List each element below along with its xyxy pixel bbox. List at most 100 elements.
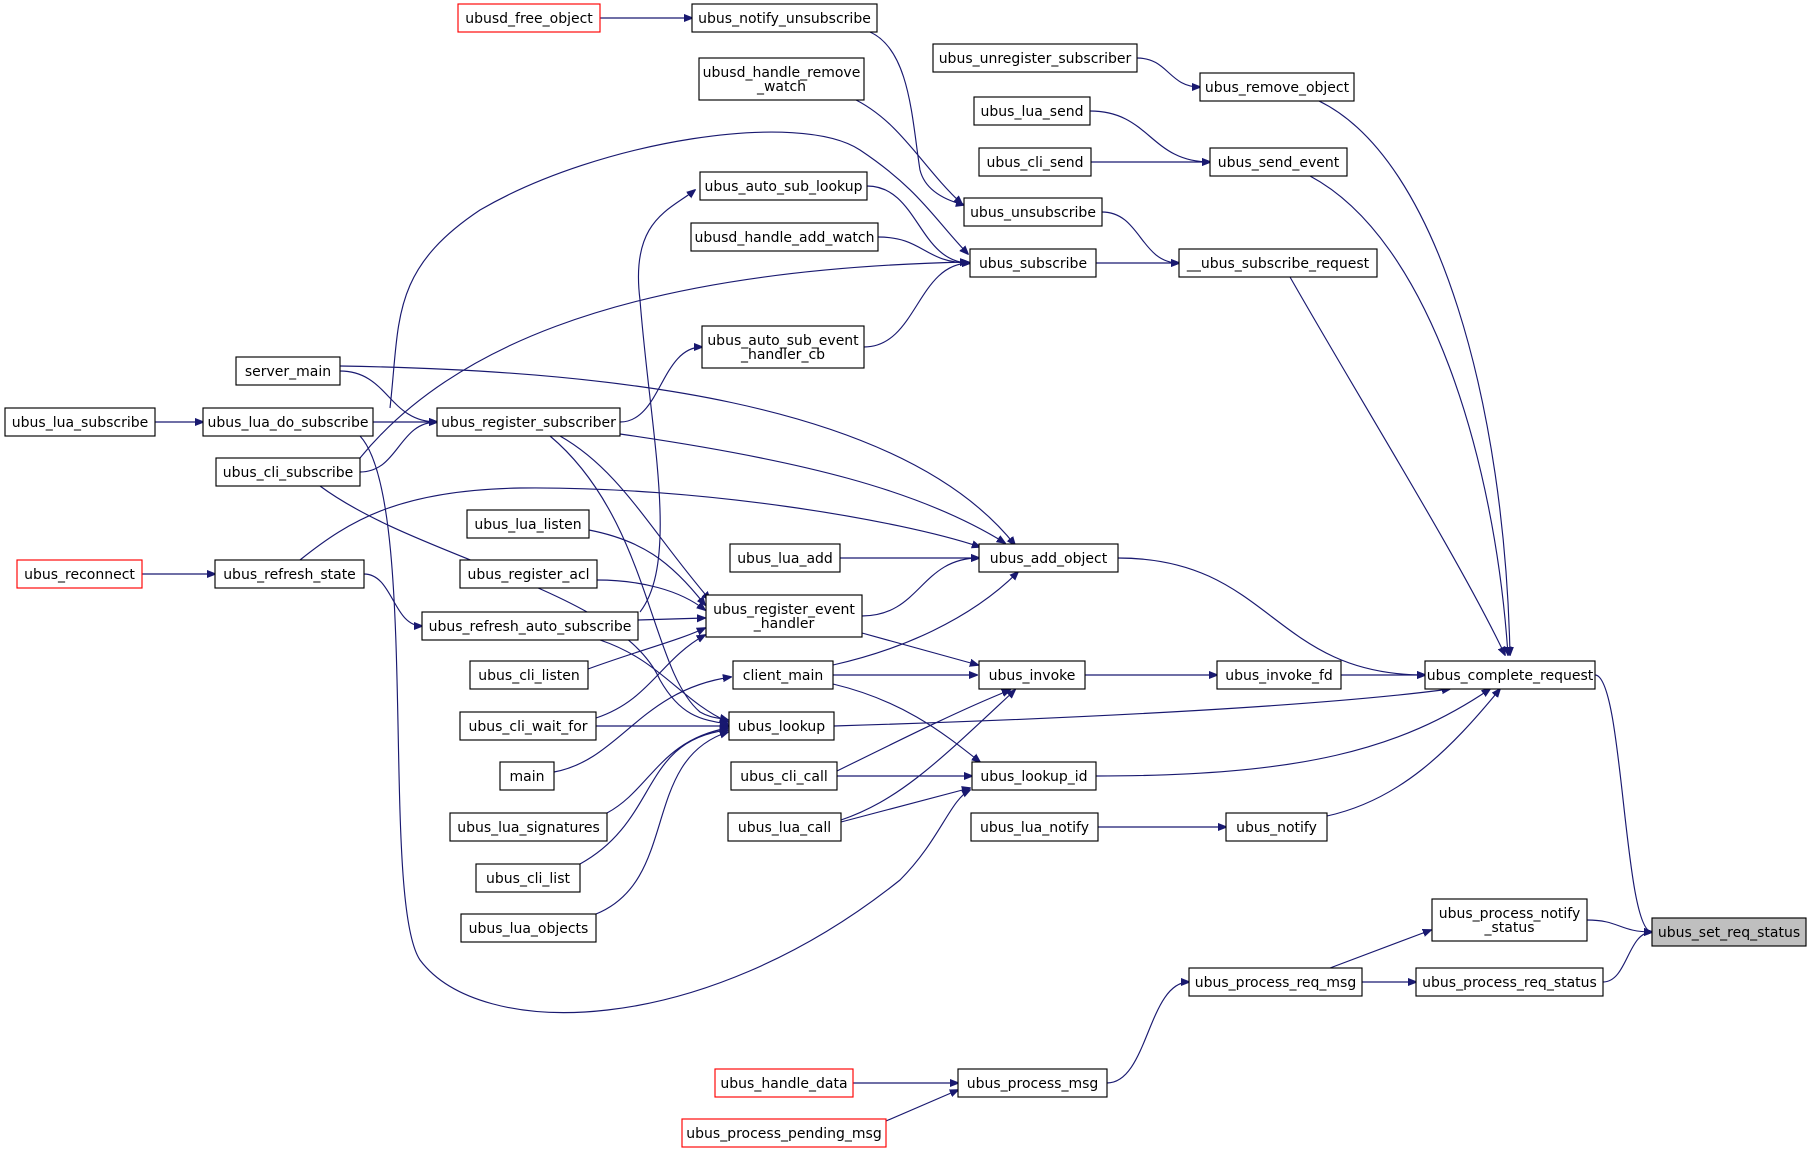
- node-box[interactable]: [4, 407, 156, 437]
- node-box[interactable]: [1216, 660, 1342, 690]
- node-ubus_lookup[interactable]: ubus_lookup: [728, 711, 835, 741]
- node-ubusd_handle_remove_watch[interactable]: ubusd_handle_remove_watch: [698, 57, 865, 101]
- node-box[interactable]: [1178, 248, 1378, 278]
- node-ubus_cli_call[interactable]: ubus_cli_call: [730, 761, 838, 791]
- node-box[interactable]: [973, 96, 1091, 126]
- node-ubus_send_event[interactable]: ubus_send_event: [1209, 147, 1348, 177]
- node-ubus_process_notify_status[interactable]: ubus_process_notify_status: [1431, 898, 1588, 942]
- node-ubus_cli_list[interactable]: ubus_cli_list: [475, 863, 581, 893]
- node-ubus_lua_listen[interactable]: ubus_lua_listen: [466, 509, 590, 539]
- node-box[interactable]: [730, 761, 838, 791]
- node-__ubus_subscribe_request[interactable]: __ubus_subscribe_request: [1178, 248, 1378, 278]
- node-box[interactable]: [728, 711, 835, 741]
- node-ubus_notify_unsubscribe[interactable]: ubus_notify_unsubscribe: [691, 3, 878, 33]
- node-box[interactable]: [705, 594, 863, 638]
- node-ubus_set_req_status[interactable]: ubus_set_req_status: [1651, 917, 1807, 947]
- node-box[interactable]: [691, 3, 878, 33]
- node-ubus_process_req_msg[interactable]: ubus_process_req_msg: [1188, 967, 1363, 997]
- node-box[interactable]: [690, 222, 879, 252]
- node-box[interactable]: [459, 559, 598, 589]
- node-box[interactable]: [460, 913, 597, 943]
- node-ubus_reconnect[interactable]: ubus_reconnect: [16, 559, 143, 589]
- node-box[interactable]: [971, 761, 1097, 791]
- node-ubus_cli_subscribe[interactable]: ubus_cli_subscribe: [215, 457, 361, 487]
- node-box[interactable]: [436, 407, 621, 437]
- node-ubus_lua_send[interactable]: ubus_lua_send: [973, 96, 1091, 126]
- node-box[interactable]: [1188, 967, 1363, 997]
- node-ubus_cli_listen[interactable]: ubus_cli_listen: [469, 660, 589, 690]
- node-box[interactable]: [698, 57, 865, 101]
- node-client_main[interactable]: client_main: [732, 660, 834, 690]
- node-ubus_invoke_fd[interactable]: ubus_invoke_fd: [1216, 660, 1342, 690]
- node-ubus_complete_request[interactable]: ubus_complete_request: [1424, 660, 1596, 690]
- node-box[interactable]: [457, 3, 601, 33]
- node-box[interactable]: [421, 611, 639, 641]
- node-ubus_lua_signatures[interactable]: ubus_lua_signatures: [449, 812, 608, 842]
- node-ubus_process_pending_msg[interactable]: ubus_process_pending_msg: [681, 1118, 887, 1148]
- node-box[interactable]: [466, 509, 590, 539]
- node-box[interactable]: [978, 660, 1086, 690]
- node-box[interactable]: [963, 197, 1103, 227]
- node-ubus_lua_objects[interactable]: ubus_lua_objects: [460, 913, 597, 943]
- node-ubus_lua_do_subscribe[interactable]: ubus_lua_do_subscribe: [202, 407, 374, 437]
- node-box[interactable]: [1431, 898, 1588, 942]
- node-ubus_process_msg[interactable]: ubus_process_msg: [957, 1068, 1108, 1098]
- node-box[interactable]: [202, 407, 374, 437]
- node-box[interactable]: [449, 812, 608, 842]
- node-ubus_auto_sub_lookup[interactable]: ubus_auto_sub_lookup: [699, 171, 868, 201]
- node-box[interactable]: [235, 356, 341, 386]
- node-ubus_add_object[interactable]: ubus_add_object: [978, 543, 1119, 573]
- node-ubus_cli_wait_for[interactable]: ubus_cli_wait_for: [459, 711, 597, 741]
- node-ubus_unsubscribe[interactable]: ubus_unsubscribe: [963, 197, 1103, 227]
- node-box[interactable]: [699, 171, 868, 201]
- node-ubus_lua_add[interactable]: ubus_lua_add: [729, 543, 841, 573]
- node-ubus_subscribe[interactable]: ubus_subscribe: [969, 248, 1097, 278]
- node-ubus_refresh_state[interactable]: ubus_refresh_state: [214, 559, 365, 589]
- node-box[interactable]: [1424, 660, 1596, 690]
- node-ubus_auto_sub_event_handler_cb[interactable]: ubus_auto_sub_event_handler_cb: [701, 325, 865, 369]
- node-ubusd_free_object[interactable]: ubusd_free_object: [457, 3, 601, 33]
- node-box[interactable]: [978, 147, 1092, 177]
- node-box[interactable]: [681, 1118, 887, 1148]
- node-box[interactable]: [1199, 72, 1355, 102]
- node-ubus_process_req_status[interactable]: ubus_process_req_status: [1415, 967, 1604, 997]
- node-box[interactable]: [969, 248, 1097, 278]
- node-ubus_notify[interactable]: ubus_notify: [1225, 812, 1328, 842]
- node-box[interactable]: [701, 325, 865, 369]
- node-box[interactable]: [727, 812, 842, 842]
- node-ubus_refresh_auto_subscribe[interactable]: ubus_refresh_auto_subscribe: [421, 611, 639, 641]
- node-ubus_register_acl[interactable]: ubus_register_acl: [459, 559, 598, 589]
- node-box[interactable]: [932, 43, 1138, 73]
- node-ubus_unregister_subscriber[interactable]: ubus_unregister_subscriber: [932, 43, 1138, 73]
- node-ubus_lua_subscribe[interactable]: ubus_lua_subscribe: [4, 407, 156, 437]
- node-box[interactable]: [957, 1068, 1108, 1098]
- node-box[interactable]: [732, 660, 834, 690]
- node-box[interactable]: [16, 559, 143, 589]
- node-ubus_handle_data[interactable]: ubus_handle_data: [714, 1068, 854, 1098]
- node-ubus_register_subscriber[interactable]: ubus_register_subscriber: [436, 407, 621, 437]
- node-box[interactable]: [978, 543, 1119, 573]
- node-box[interactable]: [499, 761, 555, 791]
- node-box[interactable]: [215, 457, 361, 487]
- node-box[interactable]: [459, 711, 597, 741]
- node-main[interactable]: main: [499, 761, 555, 791]
- node-ubus_remove_object[interactable]: ubus_remove_object: [1199, 72, 1355, 102]
- node-box[interactable]: [1415, 967, 1604, 997]
- node-box[interactable]: [469, 660, 589, 690]
- node-ubus_invoke[interactable]: ubus_invoke: [978, 660, 1086, 690]
- node-box[interactable]: [714, 1068, 854, 1098]
- node-server_main[interactable]: server_main: [235, 356, 341, 386]
- node-box[interactable]: [1225, 812, 1328, 842]
- node-ubus_cli_send[interactable]: ubus_cli_send: [978, 147, 1092, 177]
- node-box[interactable]: [475, 863, 581, 893]
- node-ubus_lua_notify[interactable]: ubus_lua_notify: [970, 812, 1099, 842]
- node-box[interactable]: [1651, 917, 1807, 947]
- node-box[interactable]: [729, 543, 841, 573]
- node-ubus_lua_call[interactable]: ubus_lua_call: [727, 812, 842, 842]
- node-ubusd_handle_add_watch[interactable]: ubusd_handle_add_watch: [690, 222, 879, 252]
- node-box[interactable]: [214, 559, 365, 589]
- node-box[interactable]: [970, 812, 1099, 842]
- node-box[interactable]: [1209, 147, 1348, 177]
- node-ubus_lookup_id[interactable]: ubus_lookup_id: [971, 761, 1097, 791]
- node-ubus_register_event_handler[interactable]: ubus_register_event_handler: [705, 594, 863, 638]
